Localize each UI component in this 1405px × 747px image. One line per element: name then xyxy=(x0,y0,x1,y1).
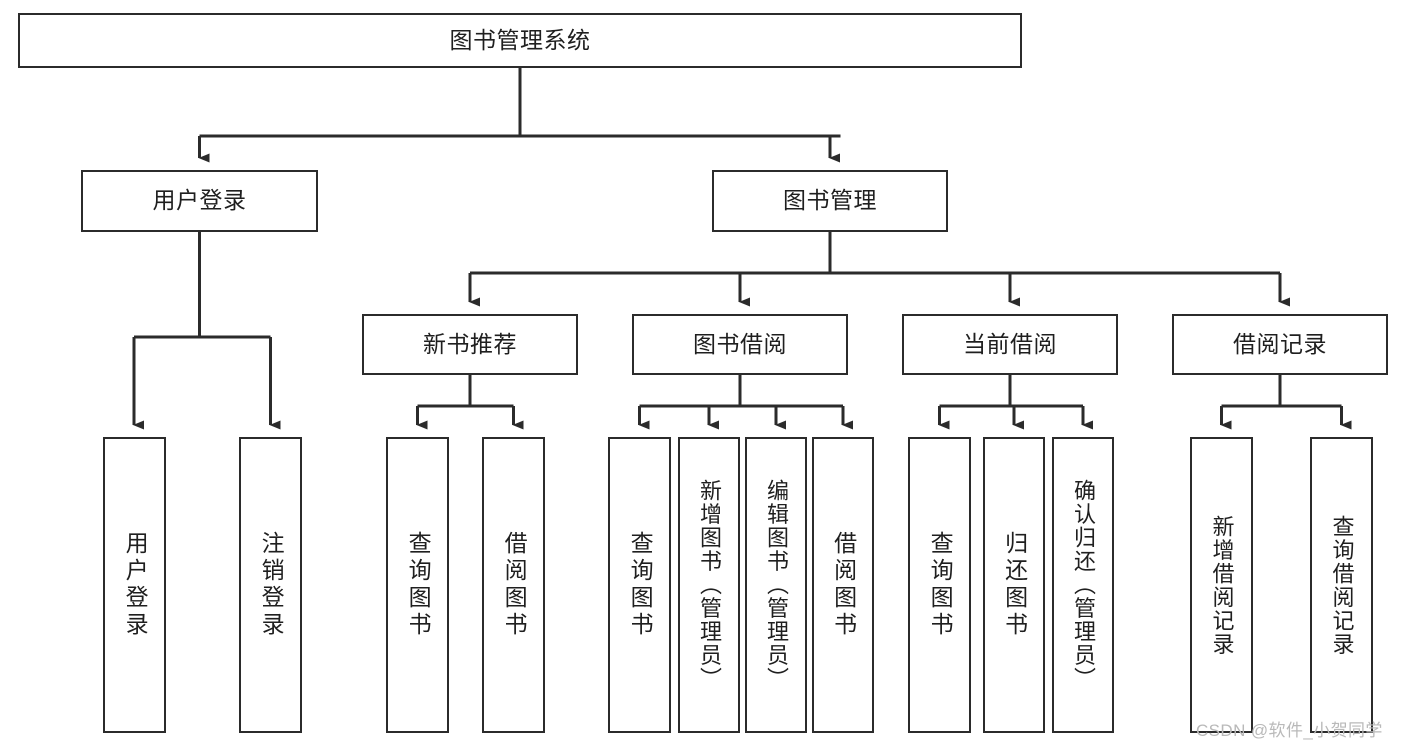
node-user-login[interactable]: 用户登录 xyxy=(81,170,318,232)
node-label: 编辑图书（管理员） xyxy=(763,479,789,691)
node-label: 图书管理 xyxy=(783,187,877,214)
node-label: 确认归还（管理员） xyxy=(1070,479,1096,691)
node-leaf-edit-book-admin[interactable]: 编辑图书（管理员） xyxy=(745,437,807,733)
node-label: 借阅记录 xyxy=(1233,330,1327,357)
node-book-borrow[interactable]: 图书借阅 xyxy=(632,314,848,375)
node-label: 图书借阅 xyxy=(693,330,787,357)
node-label: 归还图书 xyxy=(1001,531,1028,639)
node-label: 查询图书 xyxy=(405,531,432,639)
node-label: 用户登录 xyxy=(122,531,149,639)
node-book-manage[interactable]: 图书管理 xyxy=(712,170,948,232)
node-label: 借阅图书 xyxy=(501,531,528,639)
node-label: 查询图书 xyxy=(927,531,954,639)
node-label: 查询借阅记录 xyxy=(1329,514,1355,656)
node-label: 借阅图书 xyxy=(830,531,857,639)
node-label: 新增借阅记录 xyxy=(1209,514,1235,656)
node-label: 查询图书 xyxy=(627,531,654,639)
node-leaf-query-borrow-record[interactable]: 查询借阅记录 xyxy=(1310,437,1373,733)
node-label: 当前借阅 xyxy=(963,330,1057,357)
node-current-borrow[interactable]: 当前借阅 xyxy=(902,314,1118,375)
node-new-book-recommend[interactable]: 新书推荐 xyxy=(362,314,578,375)
node-label: 注销登录 xyxy=(258,531,285,639)
node-root-system[interactable]: 图书管理系统 xyxy=(18,13,1022,68)
node-leaf-query-book-1[interactable]: 查询图书 xyxy=(386,437,449,733)
node-label: 用户登录 xyxy=(152,187,247,214)
node-leaf-add-book-admin[interactable]: 新增图书（管理员） xyxy=(678,437,740,733)
node-label: 新书推荐 xyxy=(423,330,517,357)
node-leaf-logout-login[interactable]: 注销登录 xyxy=(239,437,302,733)
node-label: 新增图书（管理员） xyxy=(696,479,722,691)
node-leaf-query-book-2[interactable]: 查询图书 xyxy=(608,437,671,733)
node-leaf-borrow-book-2[interactable]: 借阅图书 xyxy=(812,437,874,733)
node-leaf-borrow-book-1[interactable]: 借阅图书 xyxy=(482,437,545,733)
node-leaf-confirm-return-admin[interactable]: 确认归还（管理员） xyxy=(1052,437,1114,733)
node-leaf-add-borrow-record[interactable]: 新增借阅记录 xyxy=(1190,437,1253,733)
node-leaf-query-book-3[interactable]: 查询图书 xyxy=(908,437,971,733)
node-borrow-record[interactable]: 借阅记录 xyxy=(1172,314,1388,375)
node-leaf-user-login[interactable]: 用户登录 xyxy=(103,437,166,733)
node-leaf-return-book[interactable]: 归还图书 xyxy=(983,437,1045,733)
node-label: 图书管理系统 xyxy=(449,26,591,53)
